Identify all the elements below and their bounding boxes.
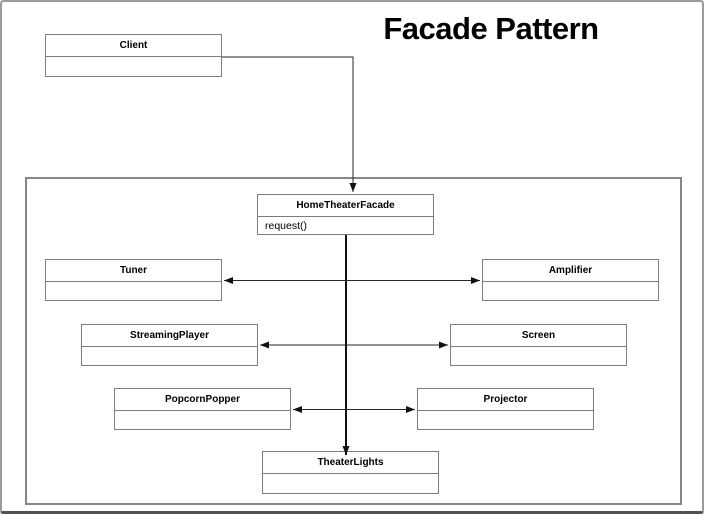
class-box-projector: Projector <box>417 388 594 430</box>
class-name: HomeTheaterFacade <box>258 195 433 217</box>
class-body <box>483 282 658 300</box>
class-body <box>46 57 221 76</box>
class-name: Projector <box>418 389 593 411</box>
class-name: Amplifier <box>483 260 658 282</box>
class-body <box>263 474 438 493</box>
class-name: TheaterLights <box>263 452 438 474</box>
class-box-amplifier: Amplifier <box>482 259 659 301</box>
class-name: Screen <box>451 325 626 347</box>
class-method: request() <box>265 219 308 232</box>
class-box-theaterlights: TheaterLights <box>262 451 439 494</box>
class-body <box>451 347 626 365</box>
class-box-tuner: Tuner <box>45 259 222 301</box>
diagram-title: Facade Pattern <box>383 11 599 46</box>
class-box-popcornpopper: PopcornPopper <box>114 388 291 430</box>
class-name: StreamingPlayer <box>82 325 257 347</box>
class-box-streamingplayer: StreamingPlayer <box>81 324 258 366</box>
class-body <box>46 282 221 300</box>
class-name: Client <box>46 35 221 57</box>
class-body <box>82 347 257 365</box>
class-box-client: Client <box>45 34 222 77</box>
edge-client-facade <box>222 56 357 192</box>
subsystem-container <box>25 177 682 505</box>
class-body <box>115 411 290 429</box>
class-body <box>418 411 593 429</box>
class-box-hometheaterfacade: HomeTheaterFacade request() <box>257 194 434 235</box>
class-name: PopcornPopper <box>115 389 290 411</box>
class-box-screen: Screen <box>450 324 627 366</box>
class-name: Tuner <box>46 260 221 282</box>
